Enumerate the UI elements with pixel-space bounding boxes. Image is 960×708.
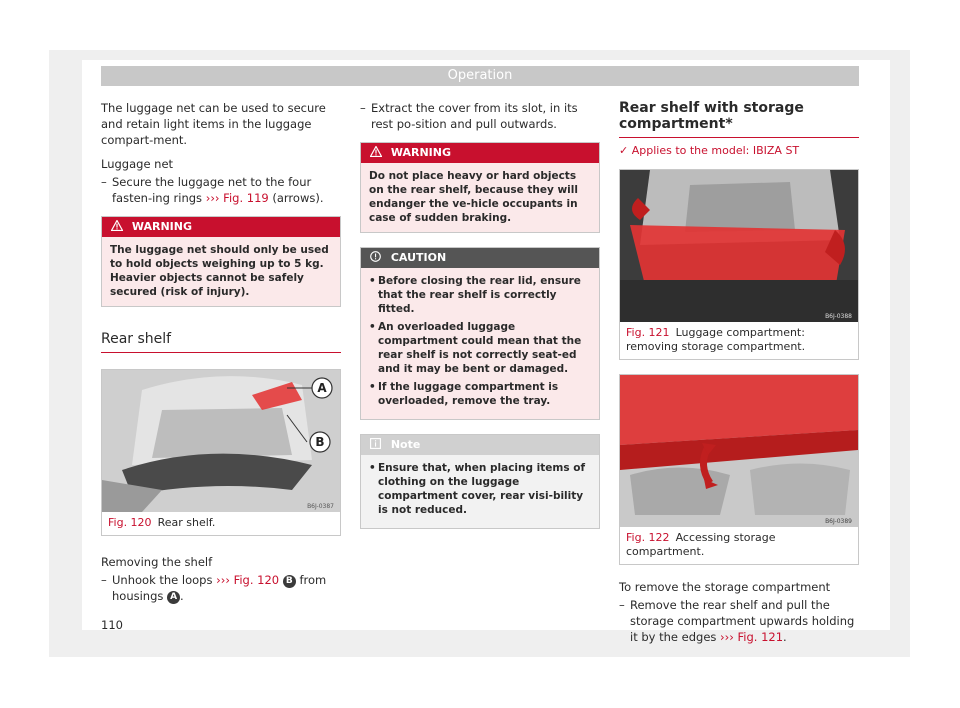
label-a: A bbox=[317, 381, 327, 395]
applies-text: Applies to the model: IBIZA ST bbox=[631, 144, 800, 157]
luggage-net-step: Secure the luggage net to the four faste… bbox=[101, 174, 341, 206]
step-text: Remove the rear shelf and pull the stora… bbox=[630, 598, 855, 644]
storage-compartment-access-image: B6J-0389 bbox=[620, 375, 858, 527]
caution-label: CAUTION bbox=[390, 251, 447, 264]
note-body: Ensure that, when placing items of cloth… bbox=[361, 455, 599, 528]
section-banner: Operation bbox=[101, 66, 859, 86]
callout-a: A bbox=[167, 591, 181, 604]
image-code: B6J-0387 bbox=[307, 503, 334, 510]
storage-compartment-removal-image: B6J-0388 bbox=[620, 170, 858, 322]
note-item: Ensure that, when placing items of cloth… bbox=[369, 461, 591, 517]
applies-to: ✓ Applies to the model: IBIZA ST bbox=[619, 143, 859, 159]
luggage-net-heading: Luggage net bbox=[101, 157, 174, 171]
to-remove-heading: To remove the storage compartment bbox=[619, 580, 831, 594]
intro-paragraph: The luggage net can be used to secure an… bbox=[101, 101, 326, 147]
figure-number: Fig. 122 bbox=[626, 531, 670, 544]
fig-119-link[interactable]: ››› Fig. 119 bbox=[205, 191, 269, 205]
step-text: Unhook the loops bbox=[112, 573, 213, 587]
column-right: Rear shelf with storage compartment* ✓ A… bbox=[619, 100, 859, 653]
callout-b: B bbox=[282, 575, 296, 588]
figure-caption: Fig. 120 Rear shelf. bbox=[102, 512, 340, 535]
image-code: B6J-0389 bbox=[825, 518, 852, 525]
column-left: The luggage net can be used to secure an… bbox=[101, 100, 341, 612]
caution-item: An overloaded luggage compartment could … bbox=[369, 320, 591, 376]
image-code: B6J-0388 bbox=[825, 313, 852, 320]
warning-text: The luggage net should only be used to h… bbox=[102, 237, 340, 306]
note-header: Note bbox=[361, 435, 599, 455]
column-middle: Extract the cover from its slot, in its … bbox=[360, 100, 600, 539]
caution-box: CAUTION Before closing the rear lid, ens… bbox=[360, 247, 600, 420]
figure-caption-text: Rear shelf. bbox=[157, 516, 216, 529]
step-text: from housings bbox=[112, 573, 327, 603]
step-text: Secure the luggage net to the four faste… bbox=[112, 175, 312, 205]
step-tail: (arrows). bbox=[272, 191, 324, 205]
rear-shelf-image: A B B6J-0387 bbox=[102, 370, 340, 512]
page-number: 110 bbox=[101, 618, 123, 632]
caution-item: Before closing the rear lid, ensure that… bbox=[369, 274, 591, 316]
note-box: Note Ensure that, when placing items of … bbox=[360, 434, 600, 529]
note-info-icon bbox=[370, 438, 391, 451]
check-icon: ✓ bbox=[619, 144, 629, 157]
warning-triangle-icon bbox=[110, 219, 132, 233]
warning-label: WARNING bbox=[131, 220, 192, 233]
to-remove-step: Remove the rear shelf and pull the stora… bbox=[619, 597, 859, 645]
figure-120: A B B6J-0387 Fig. 120 Rear shelf. bbox=[101, 369, 341, 536]
warning-box-1: WARNING The luggage net should only be u… bbox=[101, 216, 341, 307]
figure-caption-text: Luggage compartment: removing storage co… bbox=[626, 326, 806, 353]
caution-body: Before closing the rear lid, ensure that… bbox=[361, 268, 599, 419]
warning-box-2: WARNING Do not place heavy or hard objec… bbox=[360, 142, 600, 233]
rear-shelf-title: Rear shelf bbox=[101, 331, 341, 353]
caution-header: CAUTION bbox=[361, 248, 599, 268]
warning-header: WARNING bbox=[361, 143, 599, 163]
step-end: . bbox=[783, 630, 787, 644]
warning-label: WARNING bbox=[390, 146, 451, 159]
caution-circle-icon bbox=[370, 251, 391, 264]
warning-triangle-icon bbox=[369, 145, 391, 159]
extract-step: Extract the cover from its slot, in its … bbox=[360, 100, 600, 132]
step-end: . bbox=[180, 589, 184, 603]
figure-number: Fig. 120 bbox=[108, 516, 152, 529]
storage-compartment-title: Rear shelf with storage compartment* bbox=[619, 100, 859, 138]
note-label: Note bbox=[390, 438, 421, 451]
figure-caption-text: Accessing storage compartment. bbox=[626, 531, 776, 558]
figure-number: Fig. 121 bbox=[626, 326, 670, 339]
removing-shelf-heading: Removing the shelf bbox=[101, 555, 213, 569]
label-b: B bbox=[315, 435, 324, 449]
warning-text: Do not place heavy or hard objects on th… bbox=[361, 163, 599, 232]
caution-item: If the luggage compartment is overloaded… bbox=[369, 380, 591, 408]
removing-shelf-step: Unhook the loops ››› Fig. 120 B from hou… bbox=[101, 572, 341, 604]
warning-header: WARNING bbox=[102, 217, 340, 237]
fig-120-link[interactable]: ››› Fig. 120 bbox=[216, 573, 280, 587]
fig-121-link[interactable]: ››› Fig. 121 bbox=[720, 630, 784, 644]
